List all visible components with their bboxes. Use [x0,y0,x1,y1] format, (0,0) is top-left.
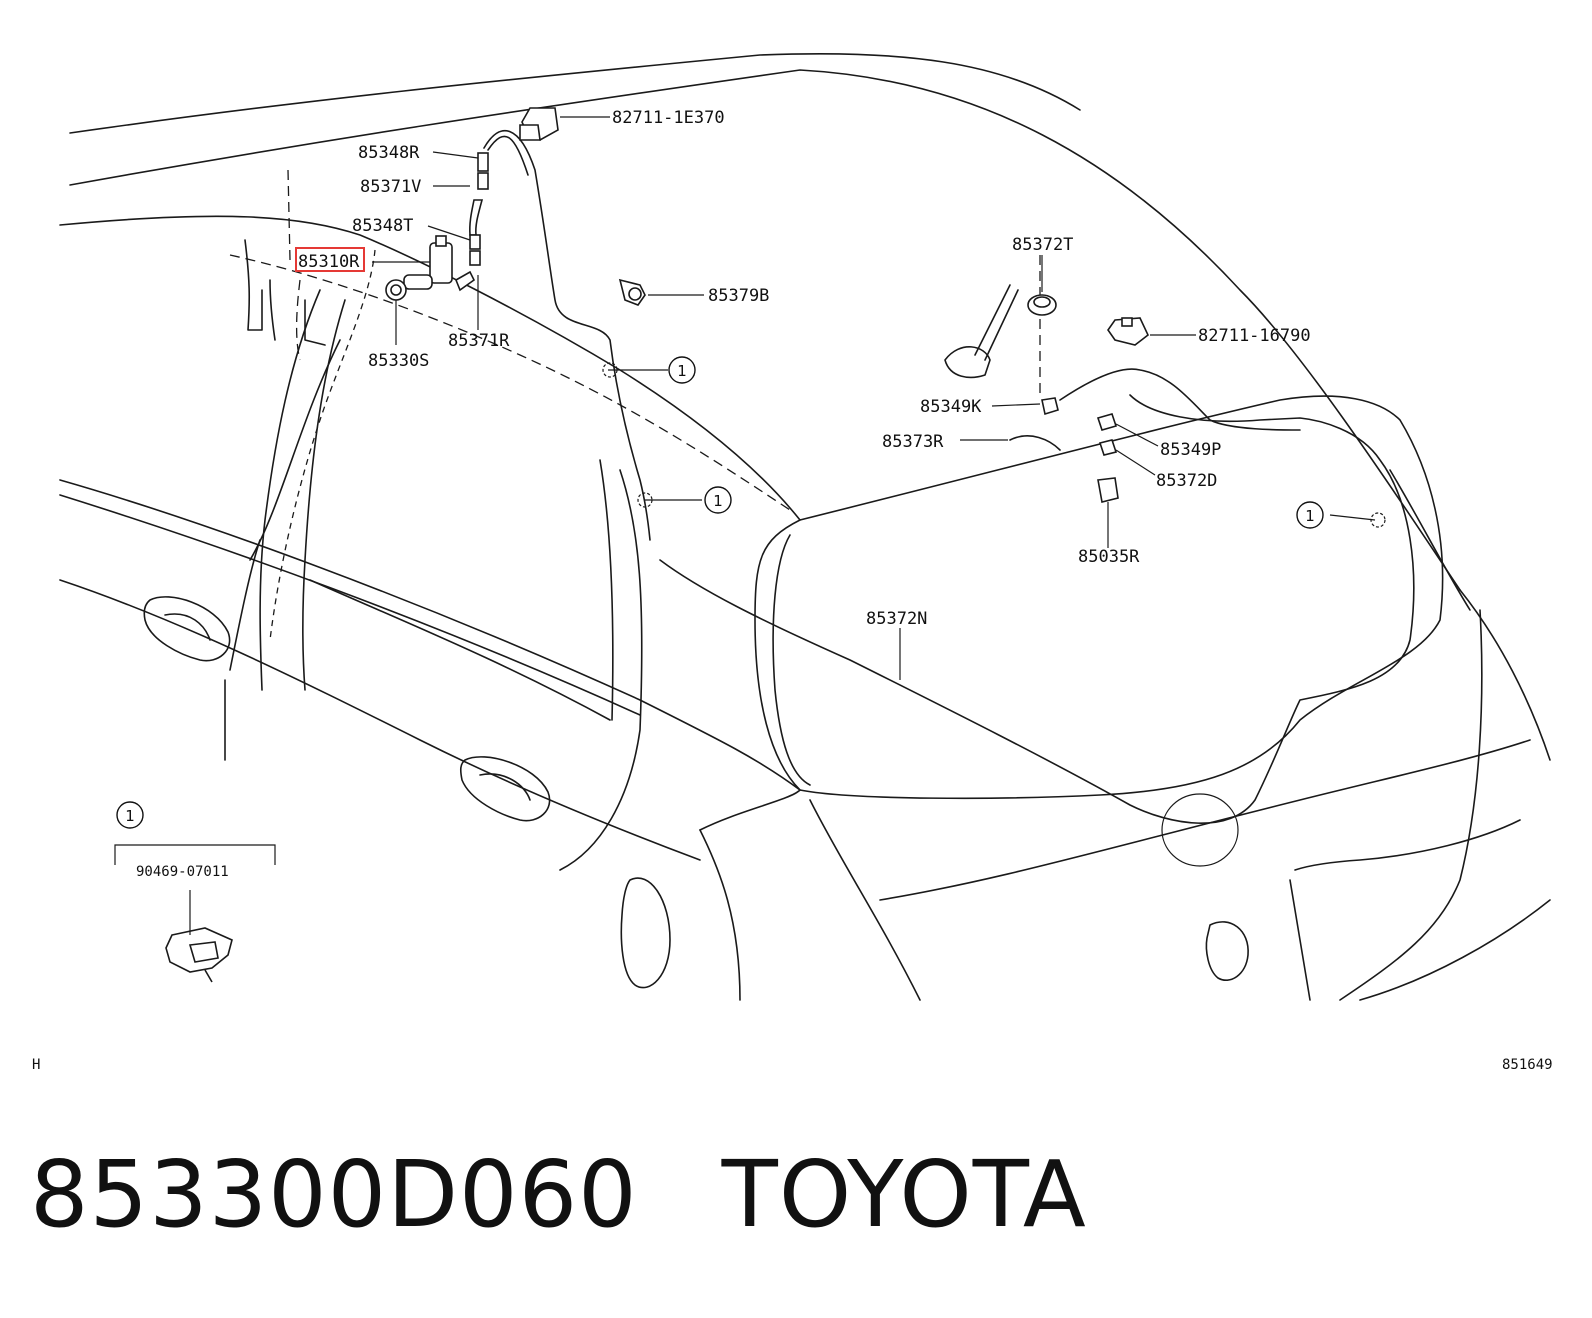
label-85372n: 85372N [866,609,927,629]
label-82711-1e370: 82711-1E370 [612,108,725,128]
label-85348r: 85348R [358,143,420,163]
label-85372d: 85372D [1156,471,1217,491]
part-number-caption: 853300D060 [30,1141,638,1248]
label-85371v: 85371V [360,177,421,197]
label-85349p: 85349P [1160,440,1221,460]
highlight-box [295,247,365,272]
ref-marker-label: 1 [677,362,687,380]
brand-caption: TOYOTA [721,1141,1087,1248]
label-85035r: 85035R [1078,547,1140,567]
callout-labels: 82711-1E370 85348R 85371V 85348T 85310R … [136,108,1311,880]
ref-marker-circle [1296,501,1324,529]
ref-marker-circle [116,801,144,829]
corner-code-right: 851649 [1502,1057,1553,1073]
parts-diagram: 82711-1E370 85348R 85371V 85348T 85310R … [32,53,1553,1073]
leader-lines [114,116,1376,935]
label-85330s: 85330S [368,351,429,371]
label-82711-16790: 82711-16790 [1198,326,1311,346]
ref-marker-label: 1 [1305,507,1315,525]
label-85349k: 85349K [920,397,982,417]
corner-code-left: H [32,1057,40,1073]
label-85310r: 85310R [298,252,360,272]
label-90469-07011: 90469-07011 [136,864,229,880]
component-glyphs [165,107,1149,983]
ref-marker-label: 1 [713,492,723,510]
caption: 853300D060 TOYOTA [30,1130,1087,1260]
label-85373r: 85373R [882,432,944,452]
washer-hoses [483,130,1415,824]
label-85348t: 85348T [352,216,413,236]
vehicle-body-outline [59,53,1551,1001]
label-85371r: 85371R [448,331,510,351]
label-85372t: 85372T [1012,235,1073,255]
reference-markers: 1 1 1 1 [116,356,1386,829]
ref-marker-circle [668,356,696,384]
ref-marker-circle [704,486,732,514]
ref-marker-label: 1 [125,807,135,825]
label-85379b: 85379B [708,286,769,306]
